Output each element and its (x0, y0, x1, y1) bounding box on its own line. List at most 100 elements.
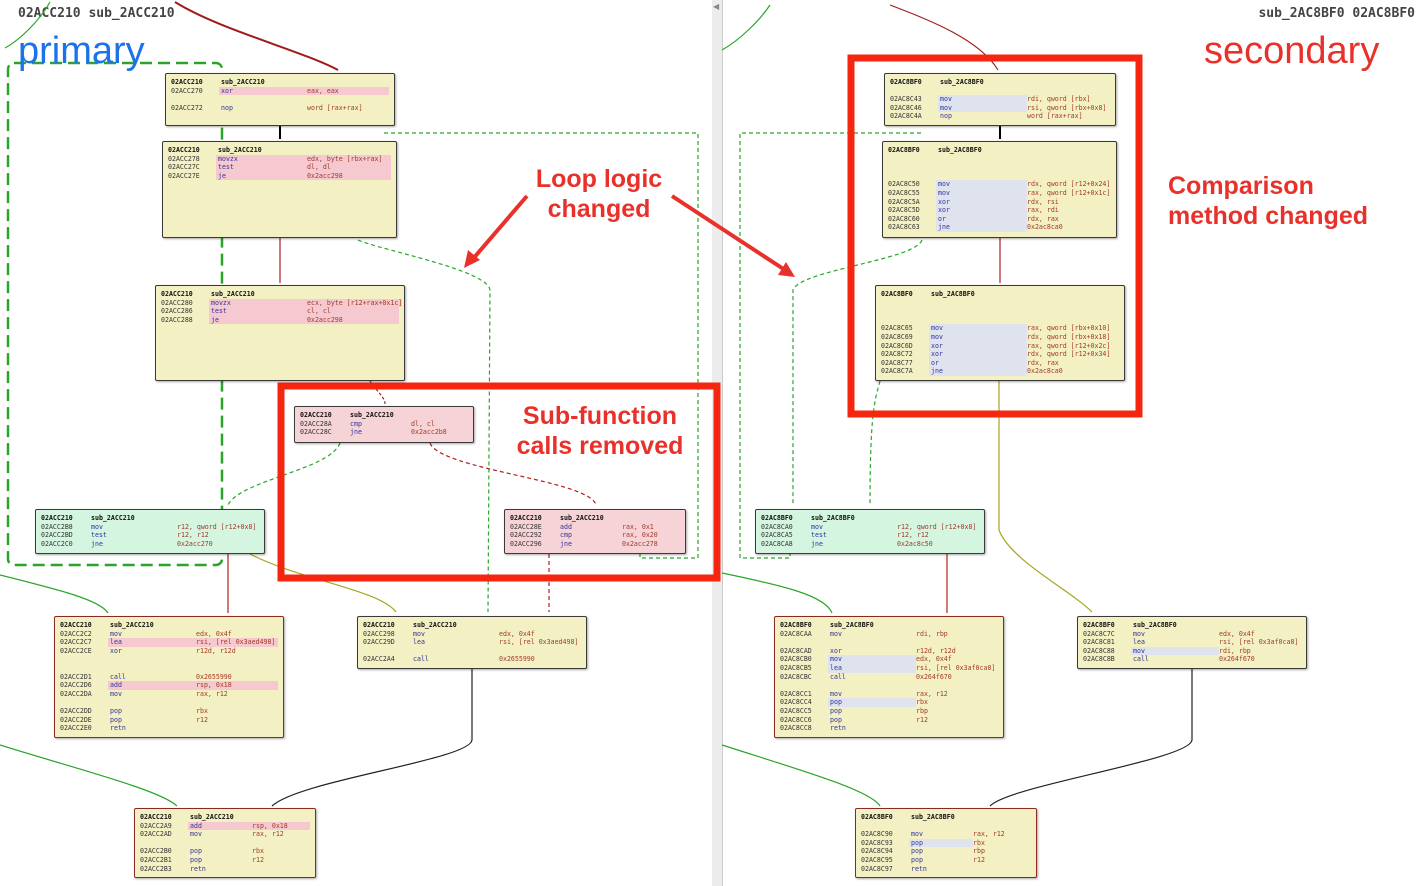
instruction-row[interactable] (881, 316, 1119, 325)
instruction-row[interactable] (780, 681, 998, 690)
instruction-row[interactable] (888, 163, 1111, 172)
instruction-row[interactable] (171, 95, 389, 104)
instruction-row[interactable] (60, 655, 278, 664)
instruction-row[interactable] (780, 638, 998, 647)
instruction-row[interactable] (60, 664, 278, 673)
pane-splitter[interactable]: ◀ (712, 0, 722, 886)
instruction-row[interactable] (881, 307, 1119, 316)
collapse-arrow-icon[interactable]: ◀ (713, 2, 720, 11)
instruction-row[interactable] (890, 87, 1110, 96)
instruction-row[interactable] (888, 172, 1111, 181)
instruction-row[interactable] (888, 155, 1111, 164)
instruction-row[interactable] (363, 647, 581, 656)
instruction-row[interactable] (861, 822, 1031, 831)
instruction-row[interactable] (60, 698, 278, 707)
secondary-graph-pane[interactable]: sub_2AC8BF0 02AC8BF0 (722, 0, 1418, 886)
